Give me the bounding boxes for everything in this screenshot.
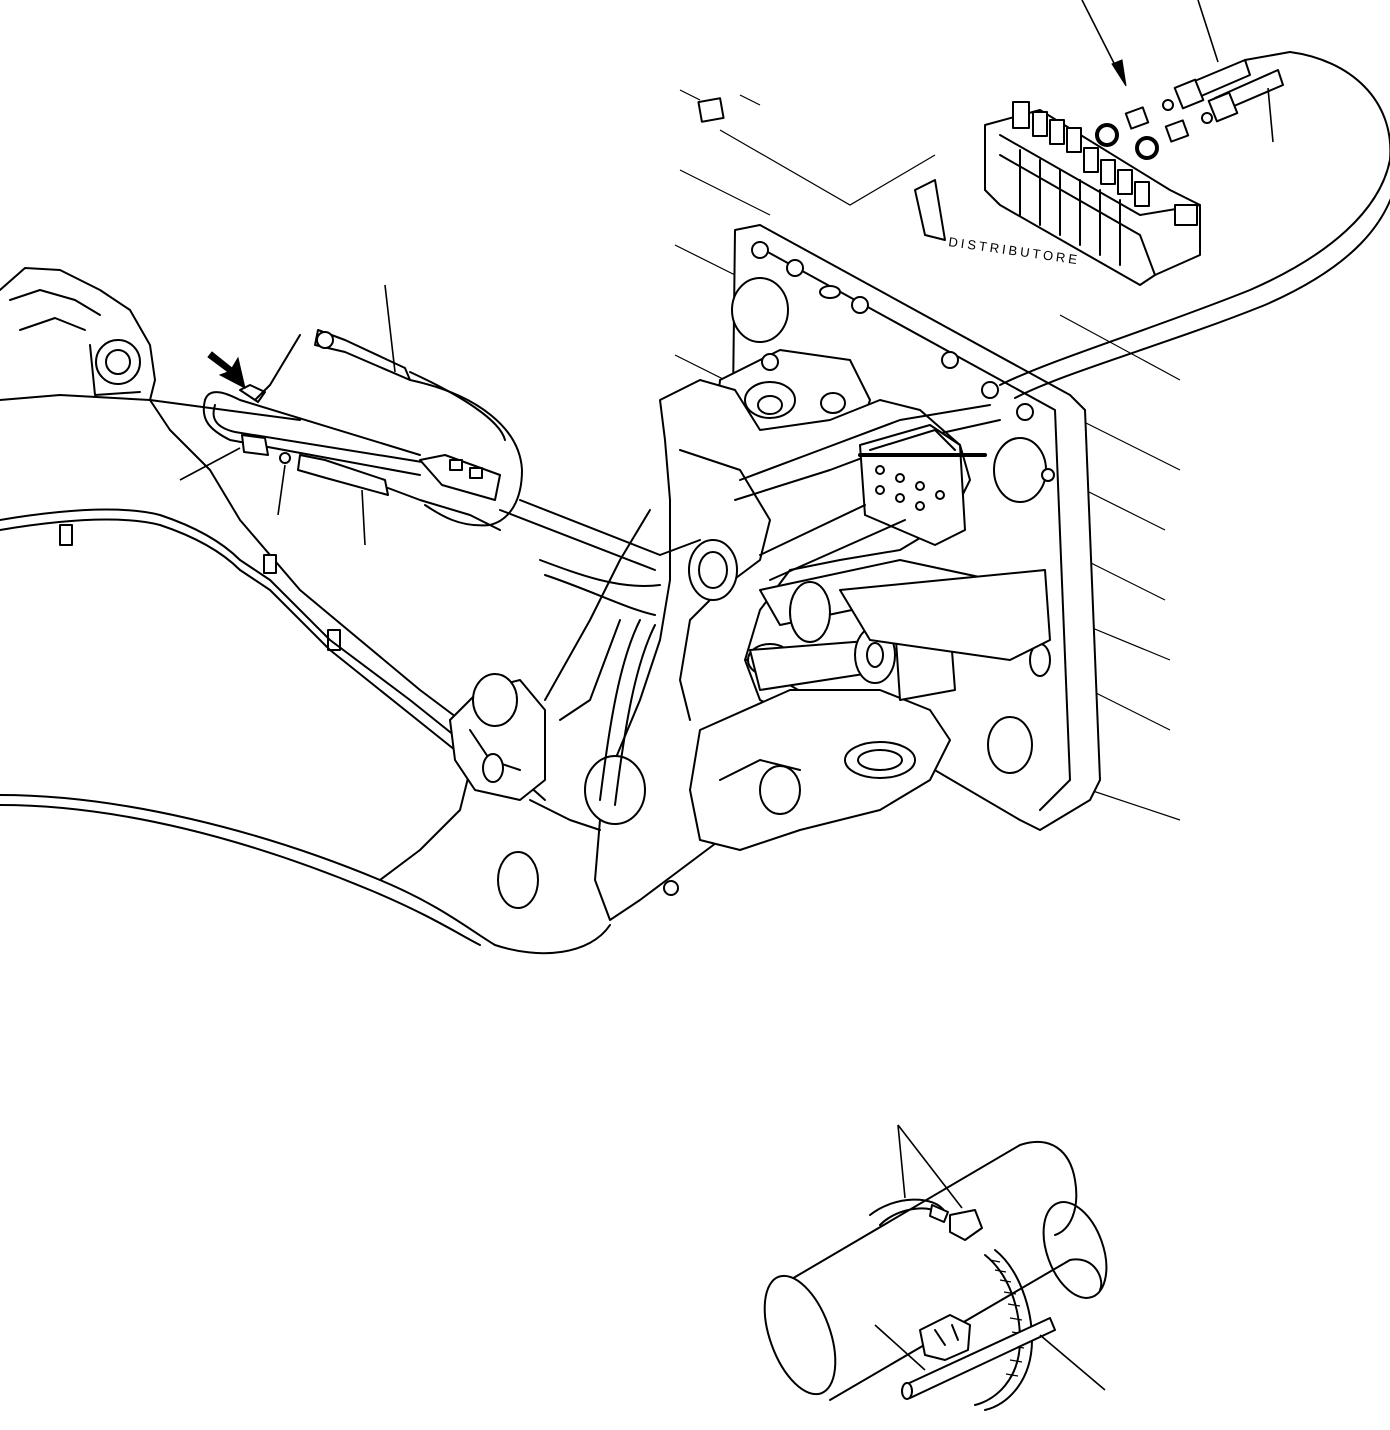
loader-boom-arm — [0, 267, 611, 955]
hose-assembly-detail — [179, 284, 523, 546]
control-valve-distributor: DISTRIBUTORE — [948, 0, 1284, 286]
hydraulic-hoses — [499, 51, 1390, 806]
hose-clamp-detail — [763, 1124, 1108, 1411]
